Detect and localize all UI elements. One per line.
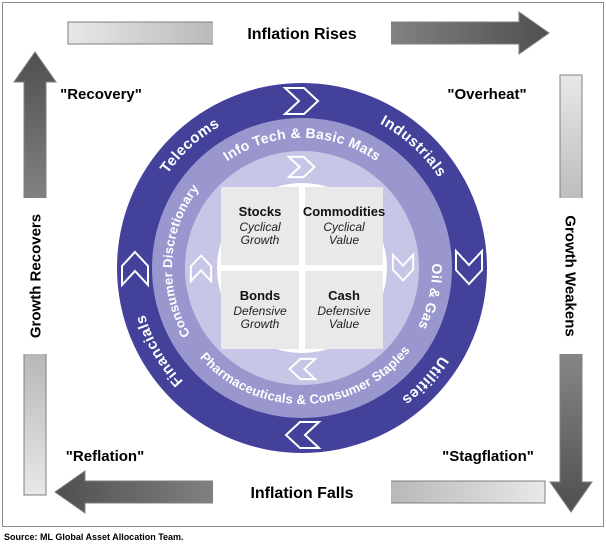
stocks-style-line2: Growth [241,233,280,247]
quadrant-cash-cell [305,271,383,349]
cash-style-line1: Defensive [317,304,371,318]
chevron-down-icon-outer-right [455,248,483,286]
phase-label-stagflation: "Stagflation" [442,448,534,465]
left-arrow-label: Growth Recovers [28,214,45,338]
top-arrow-label: Inflation Rises [247,26,356,43]
chevron-up-icon-inner-left [189,254,213,284]
chevron-left-icon-outer-bottom [284,421,322,449]
cash-style-line2: Value [329,317,360,331]
right-arrow-label-box [557,198,585,354]
stocks-style-line1: Cyclical [239,220,281,234]
commodities-style-line1: Cyclical [323,220,365,234]
bottom-arrow-label-box [213,478,391,506]
chevron-right-icon-outer-top [282,87,320,115]
chevron-down-icon-inner-right [391,252,415,282]
quadrant-grid: Stocks Cyclical Growth Commodities Cycli… [221,187,385,349]
quadrant-bonds-cell [221,271,299,349]
inner-ring-chevrons [189,155,415,381]
chevron-left-icon-inner-bottom [288,357,318,381]
bonds-label: Bonds [240,288,280,303]
left-arrow-label-group: Growth Recovers [21,198,49,354]
phase-label-overheat: "Overheat" [447,86,526,103]
cash-label: Cash [328,288,360,303]
bottom-arrow-label: Inflation Falls [250,485,353,502]
commodities-style-line2: Value [329,233,360,247]
chevron-up-icon-outer-left [121,250,149,288]
right-arrow-label: Growth Weakens [562,215,579,336]
commodities-label: Commodities [303,204,385,219]
chevron-right-icon-inner-top [286,155,316,179]
source-note: Source: ML Global Asset Allocation Team. [4,532,184,542]
phase-label-reflation: "Reflation" [66,448,144,465]
stocks-label: Stocks [239,204,282,219]
right-arrow-label-group: Growth Weakens [557,198,585,354]
top-arrow-label-box [213,19,391,47]
bonds-style-line1: Defensive [233,304,287,318]
bonds-style-line2: Growth [241,317,280,331]
quadrant-commodities-cell [305,187,383,265]
left-arrow-label-box [21,198,49,354]
phase-label-recovery: "Recovery" [60,86,142,103]
outer-ring-chevrons [121,87,483,449]
quadrant-stocks-cell [221,187,299,265]
